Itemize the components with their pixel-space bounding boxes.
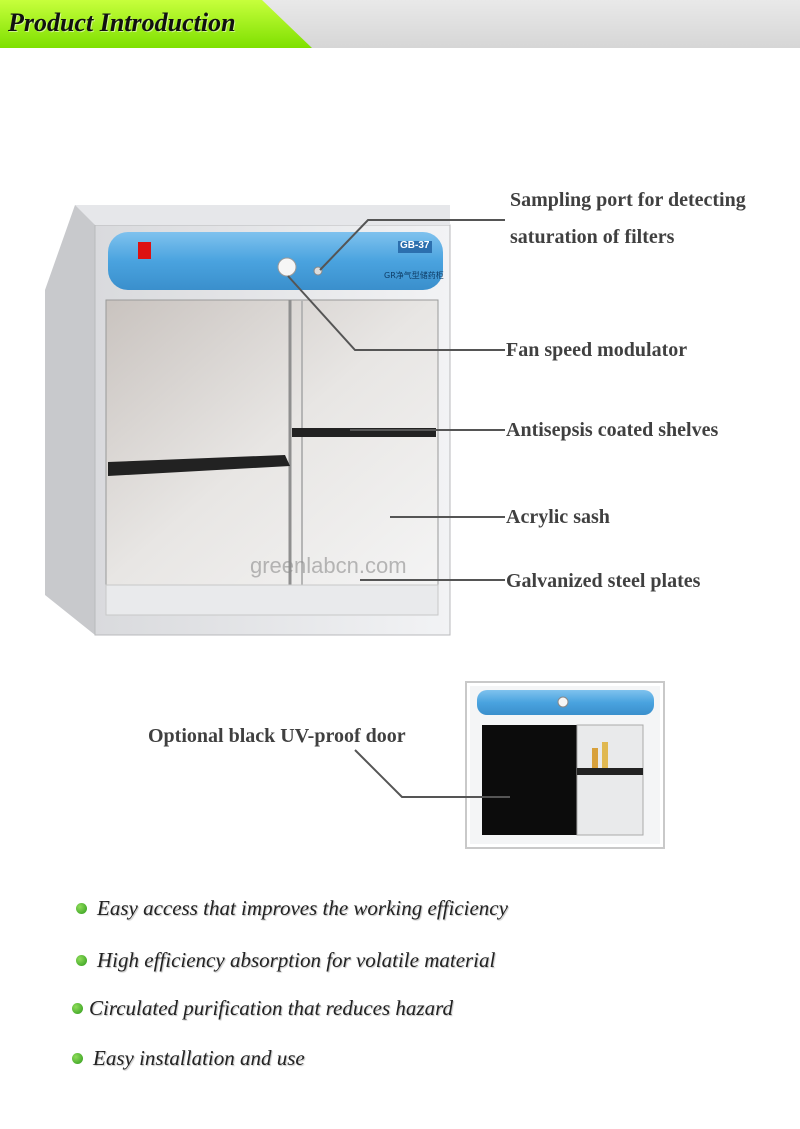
control-panel: [108, 232, 443, 290]
shelf-left: [108, 455, 290, 476]
power-switch: [138, 242, 151, 259]
uv-door-cabinet: [465, 681, 665, 849]
fan-speed-knob: [277, 257, 297, 277]
black-uv-door: [482, 725, 577, 835]
callout-fan-speed: Fan speed modulator: [506, 339, 688, 361]
header-banner: Product Introduction: [0, 0, 800, 48]
bullet-dot-icon: [76, 902, 87, 914]
feature-item: Circulated purification that reduces haz…: [72, 996, 453, 1021]
callout-uv-door: Optional black UV-proof door: [148, 725, 406, 747]
feature-item: Easy installation and use: [72, 1046, 305, 1071]
callout-shelves: Antisepsis coated shelves: [506, 419, 719, 441]
feature-item: Easy access that improves the working ef…: [76, 896, 508, 921]
banner-green-tab: [0, 0, 312, 48]
bullet-dot-icon: [72, 1002, 83, 1014]
bullet-dot-icon: [76, 954, 87, 966]
galvanized-plates: [105, 584, 439, 616]
callout-sampling-port-line2: saturation of filters: [510, 226, 675, 248]
bullet-dot-icon: [72, 1052, 83, 1064]
callout-sampling-port-line1: Sampling port for detecting: [510, 189, 746, 211]
sampling-port: [313, 266, 323, 276]
feature-item: High efficiency absorption for volatile …: [76, 948, 495, 973]
acrylic-sash: [105, 299, 439, 586]
callout-sash: Acrylic sash: [506, 506, 610, 528]
callout-plates: Galvanized steel plates: [506, 570, 701, 592]
panel-badge: GB-37: [400, 240, 430, 251]
panel-label: GR净气型储药柜: [384, 271, 444, 280]
page-title: Product Introduction: [8, 8, 236, 37]
shelf-right: [292, 428, 436, 437]
watermark: greenlabcn.com: [250, 553, 407, 578]
